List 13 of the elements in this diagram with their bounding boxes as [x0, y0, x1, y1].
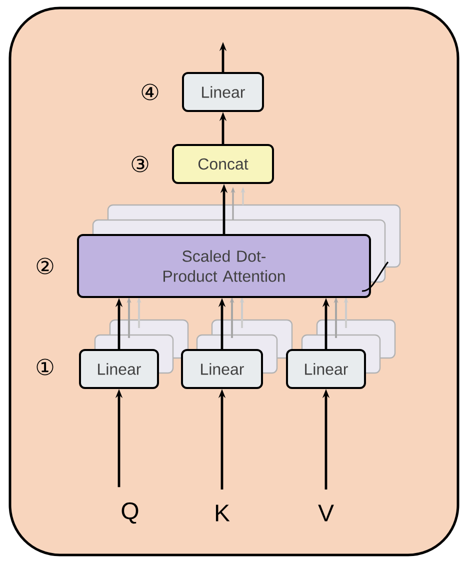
linear-box: Linear	[182, 72, 264, 112]
step-number: ②	[36, 258, 54, 274]
step-number: ③	[132, 156, 148, 172]
attention-box: Scaled Dot-Product Attention	[77, 234, 371, 298]
linear-box: Linear	[79, 349, 159, 389]
linear-box: Linear	[286, 349, 366, 389]
input-label: K	[216, 504, 230, 522]
concat-box: Concat	[172, 144, 274, 184]
step-number: ④	[142, 84, 158, 100]
input-label: V	[318, 504, 334, 522]
linear-box: Linear	[181, 349, 263, 389]
input-label: Q	[122, 502, 138, 524]
step-number: ①	[36, 358, 54, 376]
